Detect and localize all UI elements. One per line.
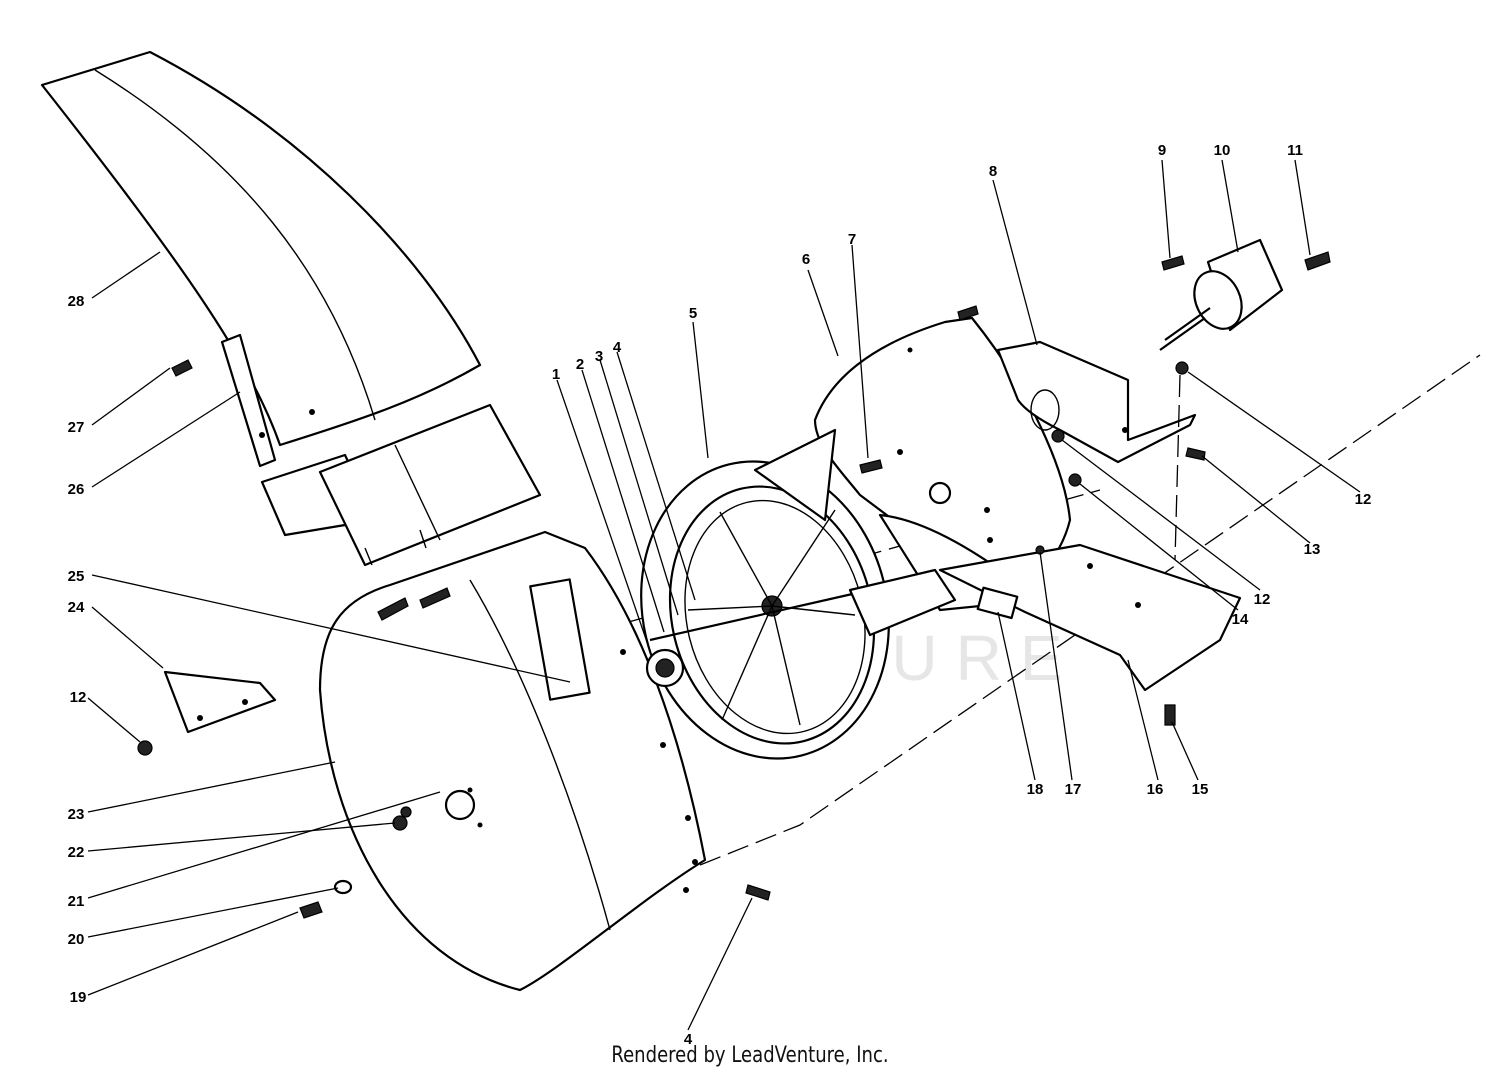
leader-lines — [87, 159, 1361, 1031]
callout-12-nut-right: 12 — [1355, 491, 1372, 508]
assembly-centerline — [699, 354, 1481, 866]
callout-23: 23 — [68, 806, 85, 823]
callout-2: 2 — [576, 356, 584, 373]
callout-24: 24 — [68, 599, 85, 616]
callout-17: 17 — [1065, 781, 1082, 798]
chute-adapter — [260, 403, 542, 567]
callout-12-nut-mid: 12 — [1254, 591, 1271, 608]
callout-1: 1 — [552, 366, 560, 383]
impeller-assembly — [640, 460, 890, 760]
callout-7: 7 — [848, 231, 856, 248]
chute-bracket — [220, 333, 315, 468]
callout-19: 19 — [70, 989, 87, 1006]
callout-28: 28 — [68, 293, 85, 310]
callout-16: 16 — [1147, 781, 1164, 798]
callout-3: 3 — [595, 348, 603, 365]
callout-26: 26 — [68, 481, 85, 498]
rendered-by-credit: Rendered by LeadVenture, Inc. — [611, 1043, 889, 1068]
callout-labels: 1 2 3 4 4 5 6 7 8 9 10 11 12 12 12 13 14… — [68, 142, 1372, 1048]
callout-4-bolt: 4 — [684, 1031, 693, 1048]
callout-6: 6 — [802, 251, 810, 268]
callout-25: 25 — [68, 568, 85, 585]
motor-mount-bracket — [996, 340, 1197, 464]
callout-8: 8 — [989, 163, 997, 180]
callout-14: 14 — [1232, 611, 1249, 628]
blower-housing — [318, 530, 707, 992]
callout-20: 20 — [68, 931, 85, 948]
motor — [1159, 238, 1284, 351]
callout-5: 5 — [689, 305, 697, 322]
callout-27: 27 — [68, 419, 85, 436]
callout-18: 18 — [1027, 781, 1044, 798]
callout-15: 15 — [1192, 781, 1209, 798]
discharge-chute — [40, 50, 482, 447]
callout-21: 21 — [68, 893, 85, 910]
callout-9: 9 — [1158, 142, 1166, 159]
hardware — [137, 251, 1331, 919]
callout-12-nut-left: 12 — [70, 689, 87, 706]
callout-13: 13 — [1304, 541, 1321, 558]
callout-11: 11 — [1287, 142, 1303, 159]
callout-22: 22 — [68, 844, 85, 861]
base-plate — [938, 543, 1242, 692]
callout-10: 10 — [1214, 142, 1231, 159]
callout-4-impeller: 4 — [613, 339, 622, 356]
mounting-plate — [163, 670, 277, 734]
